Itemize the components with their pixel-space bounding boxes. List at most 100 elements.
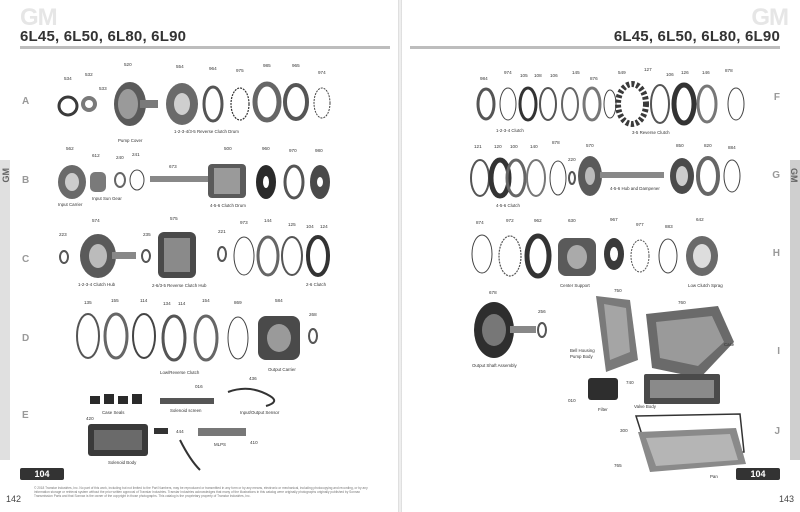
part-126-ring <box>696 84 718 124</box>
part-977-ring <box>630 239 650 273</box>
part-number-960: 960 <box>262 146 270 151</box>
part-number-883: 883 <box>665 224 673 229</box>
part-444-connector <box>154 428 168 434</box>
part-number-532: 532 <box>85 72 93 77</box>
side-tab <box>790 160 800 460</box>
part-500-clutch-drum <box>208 164 246 198</box>
part-972-ring <box>498 235 522 277</box>
part-575-reverse-hub <box>158 232 196 278</box>
part-554-drum <box>166 83 198 125</box>
part-420-solenoid-body <box>88 424 148 456</box>
part-268-washer <box>308 328 318 344</box>
part-number-612: 612 <box>92 153 100 158</box>
part-number-120: 120 <box>494 144 502 149</box>
part-number-010: 010 <box>568 398 576 403</box>
part-number-121: 121 <box>474 144 482 149</box>
part-number-135: 135 <box>84 300 92 305</box>
part-number-562: 562 <box>66 146 74 151</box>
side-tab-label: GM <box>789 168 799 183</box>
part-number-970: 970 <box>289 148 297 153</box>
part-124-ring <box>306 235 330 277</box>
part-869-ring <box>227 316 249 360</box>
label-input-sun-gear: Input Sun Gear <box>92 196 122 201</box>
part-964-ring <box>202 85 224 123</box>
part-number-549: 549 <box>618 70 626 75</box>
part-155-ring <box>103 312 129 360</box>
part-562-input-carrier <box>58 165 86 199</box>
part-967-ring <box>604 238 624 270</box>
part-number-256: 256 <box>538 309 546 314</box>
row-letter-c: C <box>22 254 30 265</box>
part-number-878b: 878 <box>552 140 560 145</box>
part-number-973: 973 <box>240 220 248 225</box>
part-140-ring <box>526 159 546 197</box>
label-reverse-clutch-drum: 1-2-3-4/3-5 Reverse Clutch Drum <box>174 129 239 134</box>
part-985-ring <box>252 81 282 123</box>
part-235-washer <box>141 249 151 263</box>
part-574-clutch-hub <box>80 234 136 278</box>
part-number-106b: 106 <box>666 72 674 77</box>
part-534-ring <box>57 95 79 117</box>
part-number-977: 977 <box>636 222 644 227</box>
part-975-ring <box>230 87 250 121</box>
part-number-673: 673 <box>169 164 177 169</box>
part-number-760: 760 <box>678 300 686 305</box>
label-case: Case <box>724 342 735 347</box>
part-number-220: 220 <box>568 157 576 162</box>
part-number-985: 985 <box>263 63 271 68</box>
part-134-ring <box>161 314 187 362</box>
part-number-574: 574 <box>92 218 100 223</box>
page-badge: 104 <box>20 468 64 480</box>
part-number-575: 575 <box>170 216 178 221</box>
part-number-570: 570 <box>586 143 594 148</box>
label-solenoid-screen: Solenoid screen <box>170 408 202 413</box>
part-number-642: 642 <box>696 217 704 222</box>
part-number-554: 554 <box>176 64 184 69</box>
part-number-850: 850 <box>676 143 684 148</box>
part-number-974: 974 <box>504 70 512 75</box>
part-number-114: 114 <box>140 298 148 303</box>
part-145-ring <box>582 86 602 122</box>
part-974-ring <box>313 87 331 119</box>
part-number-869: 869 <box>234 300 242 305</box>
part-number-268: 268 <box>309 312 317 317</box>
right-page: GM 6L45, 6L50, 6L80, 6L90 GM F G H I J 9… <box>400 0 800 512</box>
part-106b-ring <box>671 82 697 126</box>
side-tab <box>0 160 10 460</box>
part-436-io-sensor <box>227 387 276 407</box>
label-output-carrier: Output Carrier <box>268 367 296 372</box>
right-parts-illustration: 984 974 105 108 106 145 876 549 127 106 … <box>470 67 746 479</box>
part-549-drum <box>615 81 649 127</box>
page-badge: 104 <box>736 468 780 480</box>
row-letter-h: H <box>772 248 780 259</box>
part-878-ring <box>727 87 745 121</box>
part-number-874: 874 <box>476 220 484 225</box>
part-973-ring <box>233 236 255 276</box>
part-673-shaft <box>150 176 210 182</box>
part-number-124: 124 <box>320 224 328 229</box>
part-number-500: 500 <box>224 146 232 151</box>
part-584-output-carrier <box>258 316 300 360</box>
label-clutch-1234: 1-2-3-4 Clutch <box>496 128 524 133</box>
part-number-300: 300 <box>620 428 628 433</box>
part-532-gear <box>81 96 97 112</box>
part-820-ring <box>696 156 720 196</box>
part-120-ring <box>488 157 512 199</box>
label-pump-cover: Pump Cover <box>118 138 143 143</box>
label-low-reverse-clutch: Low/Reverse Clutch <box>160 370 200 375</box>
label-case-seals: Case Seals <box>102 410 125 415</box>
part-number-533: 533 <box>99 86 107 91</box>
part-number-235: 235 <box>143 232 151 237</box>
part-number-878: 878 <box>725 68 733 73</box>
label-pan: Pan <box>710 474 718 479</box>
part-number-975: 975 <box>236 68 244 73</box>
gm-logo: GM <box>20 4 58 31</box>
part-256-washer <box>537 322 547 338</box>
row-letter-a: A <box>22 96 30 107</box>
part-221-washer <box>217 246 227 262</box>
row-letter-j: J <box>774 426 780 437</box>
part-678-output-shaft <box>474 302 536 358</box>
part-number-410: 410 <box>250 440 258 445</box>
part-number-520: 520 <box>124 62 132 67</box>
